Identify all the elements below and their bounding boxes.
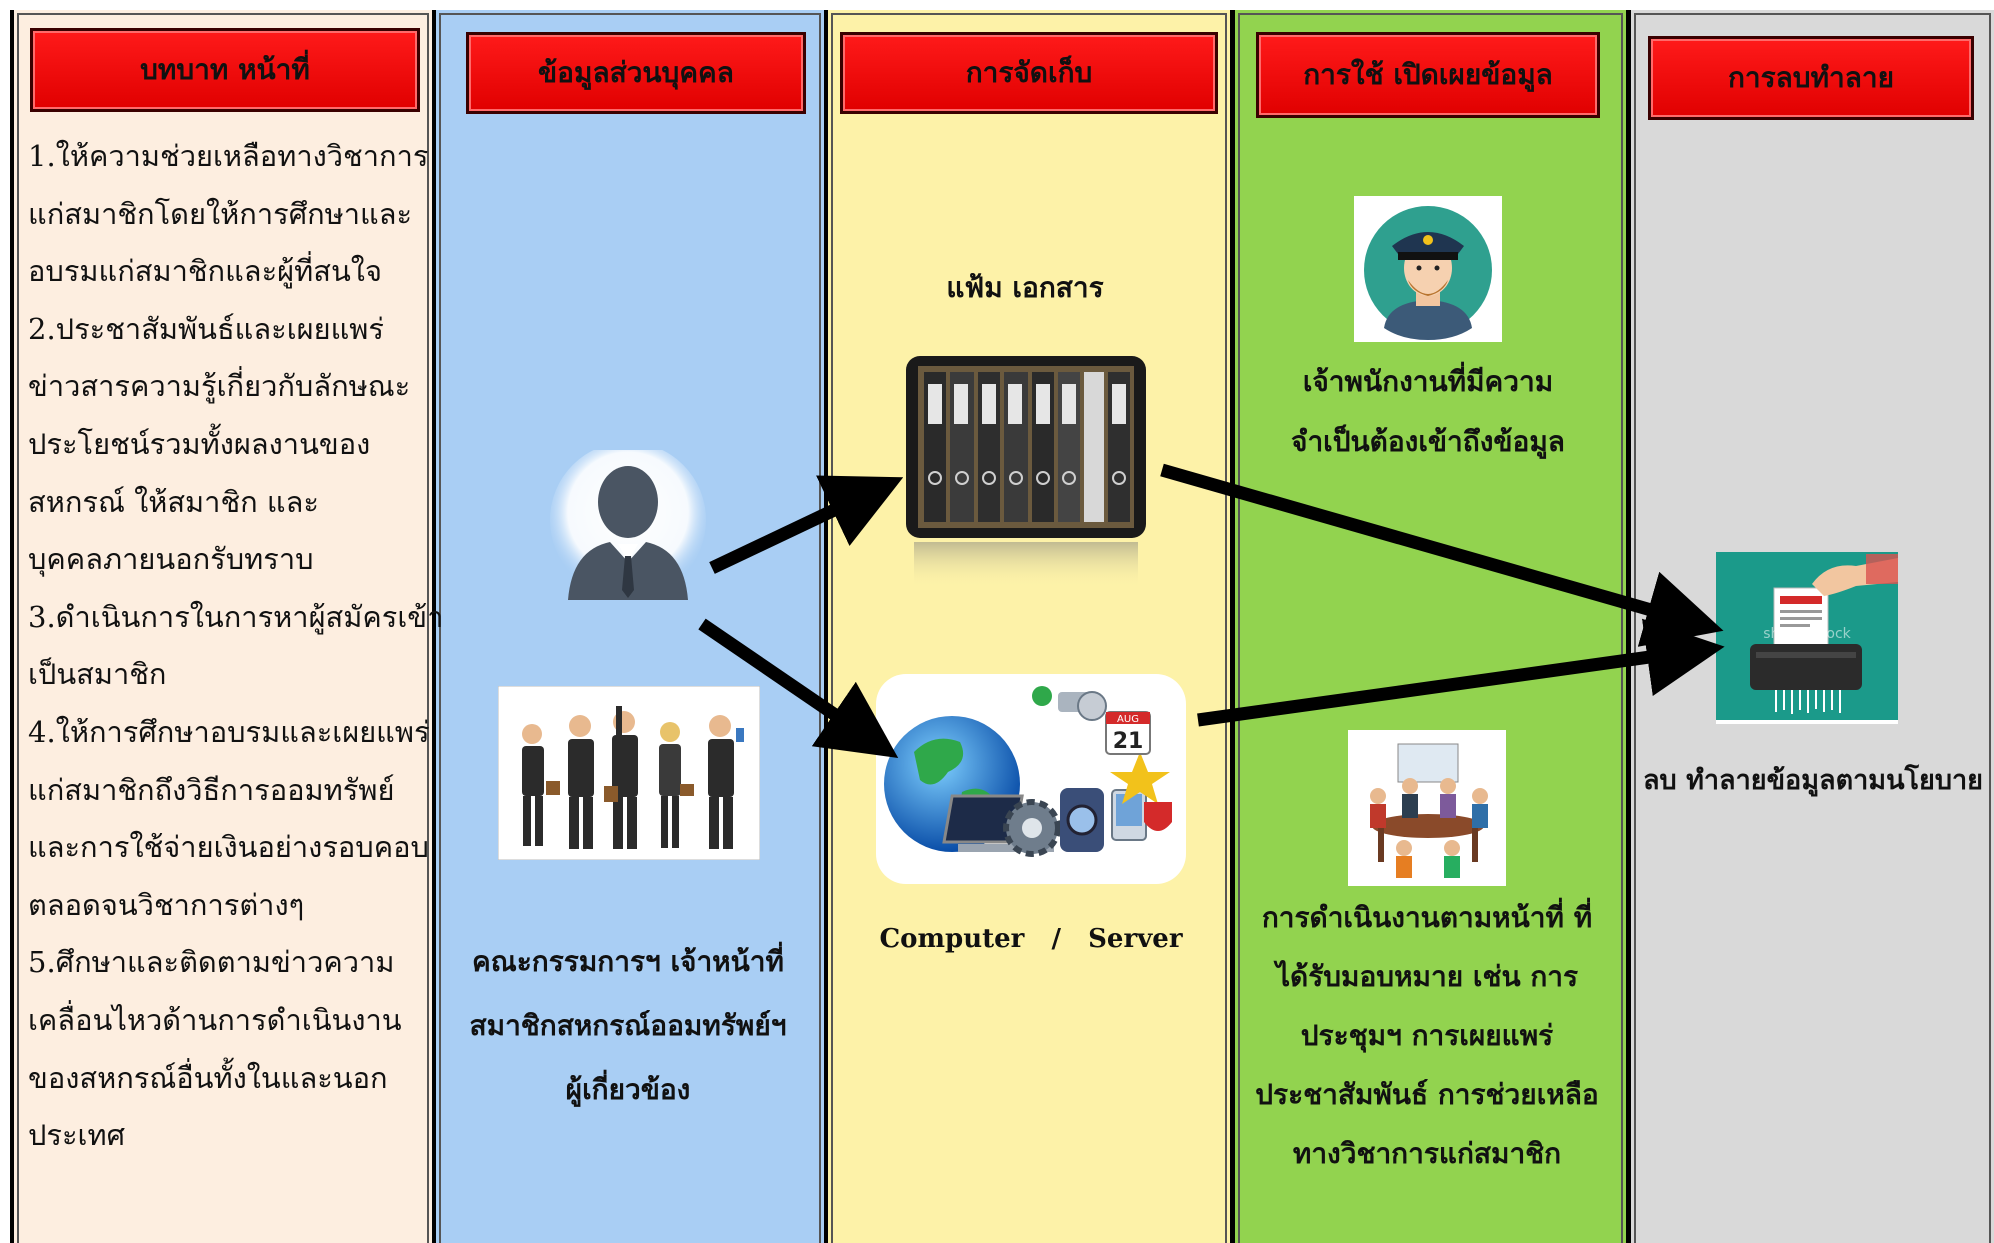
role-description: 1.ให้ความช่วยเหลือทางวิชาการ แก่สมาชิกโด… — [28, 128, 444, 1165]
use-meeting-caption-line: ทางวิชาการแก่สมาชิก — [1292, 1137, 1562, 1170]
globe-computer-icon: AUG 21 — [876, 674, 1186, 884]
police-officer-icon — [1354, 196, 1502, 342]
use-meeting-caption-line: ประชาสัมพันธ์ การช่วยเหลือ — [1255, 1078, 1599, 1111]
role-line: ของสหกรณ์อื่นทั้งในและนอก — [28, 1060, 388, 1095]
arrow-computer-to-shredder — [1197, 618, 1725, 727]
use-meeting-caption: การดำเนินงานตามหน้าที่ ที่ ได้รับมอบหมาย… — [1246, 888, 1608, 1183]
role-line: บุคคลภายนอกรับทราบ — [28, 542, 314, 577]
role-line: 5.ศึกษาและติดตามข่าวความ — [28, 945, 395, 980]
storage-computer-label: Computer / Server — [879, 924, 1183, 954]
arrow-files-to-shredder — [1160, 463, 1724, 647]
role-line: 4.ให้การศึกษาอบรมและเผยแพร่ — [28, 714, 430, 749]
role-line: อบรมแก่สมาชิกและผู้ที่สนใจ — [28, 254, 382, 289]
column-role — [10, 10, 432, 1243]
role-line: ประโยชน์รวมทั้งผลงานของ — [28, 426, 371, 461]
role-line: และการใช้จ่ายเงินอย่างรอบคอบ — [28, 830, 429, 865]
calendar-day: 21 — [1113, 729, 1144, 754]
role-line: แก่สมาชิกถึงวิธีการออมทรัพย์ — [28, 772, 395, 807]
binders-icon — [906, 356, 1146, 588]
role-line: ข่าวสารความรู้เกี่ยวกับลักษณะ — [28, 369, 411, 404]
use-officer-caption-line: จำเป็นต้องเข้าถึงข้อมูล — [1291, 425, 1565, 458]
role-line: เป็นสมาชิก — [28, 657, 167, 692]
arrow-person-to-files — [709, 475, 904, 574]
shredder-icon: shutterstock — [1716, 552, 1898, 724]
role-line: ตลอดจนวิชาการต่างๆ — [28, 887, 305, 922]
header-destroy: การลบทำลาย — [1648, 36, 1974, 120]
personal-caption: คณะกรรมการฯ เจ้าหน้าที่ สมาชิกสหกรณ์ออมท… — [452, 930, 804, 1122]
role-line: 1.ให้ความช่วยเหลือทางวิชาการ — [28, 139, 429, 173]
calendar-month: AUG — [1117, 714, 1139, 725]
header-use: การใช้ เปิดเผยข้อมูล — [1256, 32, 1600, 118]
person-silhouette-icon — [550, 450, 706, 600]
use-meeting-caption-line: ประชุมฯ การเผยแพร่ — [1300, 1019, 1554, 1052]
header-role: บทบาท หน้าที่ — [30, 28, 420, 112]
business-team-icon — [498, 686, 760, 860]
personal-caption-line: ผู้เกี่ยวข้อง — [565, 1073, 691, 1106]
role-line: 3.ดำเนินการในการหาผู้สมัครเข้า — [28, 599, 444, 634]
role-line: เคลื่อนไหวด้านการดำเนินงาน — [28, 1002, 402, 1037]
arrow-person-to-computer — [698, 618, 899, 758]
header-personal: ข้อมูลส่วนบุคคล — [466, 32, 806, 114]
shredder-watermark: shutterstock — [1763, 626, 1851, 642]
column-personal — [432, 10, 824, 1243]
meeting-icon — [1348, 730, 1506, 886]
role-line: 2.ประชาสัมพันธ์และเผยแพร่ — [28, 311, 384, 346]
storage-file-label: แฟ้ม เอกสาร — [946, 271, 1104, 304]
use-meeting-caption-line: การดำเนินงานตามหน้าที่ ที่ — [1261, 901, 1593, 934]
column-storage — [824, 10, 1230, 1243]
use-officer-caption: เจ้าพนักงานที่มีความ จำเป็นต้องเข้าถึงข้… — [1256, 352, 1600, 472]
header-storage: การจัดเก็บ — [840, 32, 1218, 114]
role-line: ประเทศ — [28, 1118, 125, 1153]
personal-caption-line: คณะกรรมการฯ เจ้าหน้าที่ — [472, 945, 784, 978]
use-officer-caption-line: เจ้าพนักงานที่มีความ — [1302, 365, 1554, 398]
role-line: แก่สมาชิกโดยให้การศึกษาและ — [28, 196, 413, 231]
use-meeting-caption-line: ได้รับมอบหมาย เช่น การ — [1275, 960, 1579, 993]
personal-caption-line: สมาชิกสหกรณ์ออมทรัพย์ฯ — [469, 1009, 787, 1042]
role-line: สหกรณ์ ให้สมาชิก และ — [28, 484, 319, 519]
destroy-caption: ลบ ทำลายข้อมูลตามนโยบาย — [1643, 765, 1983, 796]
